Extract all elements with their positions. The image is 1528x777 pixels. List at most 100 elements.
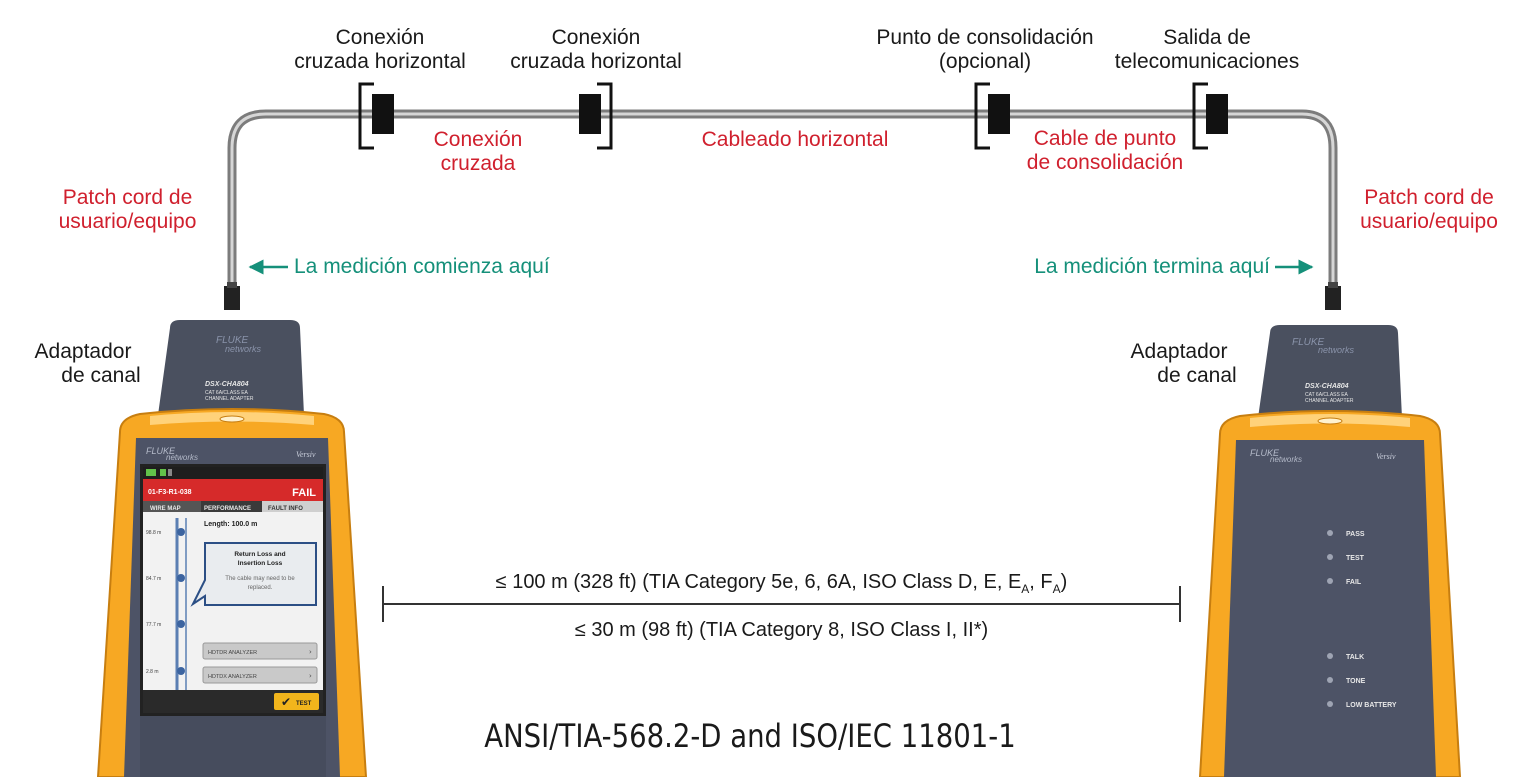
low-battery-led (1327, 701, 1333, 707)
tester-screen: 01-F3-R1-038 FAIL WIRE MAP PERFORMANCE F… (140, 464, 326, 716)
main-unit: FLUKE networks DSX-CHA804 CAT 6A/CLASS E… (96, 320, 368, 777)
adapter-model: DSX-CHA804 (205, 381, 249, 388)
screen-length: Length: 100.0 m (204, 521, 257, 528)
label-consolidation-cable-line2: de consolidación (1026, 151, 1184, 174)
indicator-test: TEST (1346, 555, 1365, 562)
channel-adapter-left (158, 320, 304, 415)
indicator-talk: TALK (1346, 654, 1364, 661)
analyzer-2-label: HDTDX ANALYZER (208, 674, 257, 680)
indicator-low-battery: LOW BATTERY (1346, 702, 1397, 709)
screen-tab-performance[interactable]: PERFORMANCE (204, 506, 251, 512)
remote-adapter-model: DSX-CHA804 (1305, 383, 1349, 390)
label-consolidation-point-line2: (opcional) (938, 50, 1032, 73)
label-measurement-end: La medición termina aquí (1034, 255, 1270, 278)
label-consolidation-point-line1: Punto de consolidación (876, 26, 1094, 49)
standard-label: ANSI/TIA-568.2-D and ISO/IEC 11801-1 (484, 717, 1016, 755)
label-cross-connect-1: Conexión cruzada horizontal (280, 26, 480, 74)
popup-body-1: The cable may need to be (225, 576, 295, 582)
remote-brand: FLUKE (1250, 448, 1280, 458)
test-led (1327, 554, 1333, 560)
label-adapter-left-line1: Adaptador (34, 340, 132, 363)
label-patch-cord-right: Patch cord de usuario/equipo (1344, 186, 1514, 234)
label-measurement-start: La medición comienza aquí (294, 255, 550, 278)
screen-tab-wire-map[interactable]: WIRE MAP (150, 506, 181, 512)
adapter-brand: FLUKE (216, 335, 249, 346)
label-cross-connect-2: Conexión cruzada horizontal (496, 26, 696, 74)
indicator-fail: FAIL (1346, 579, 1362, 586)
cable-run-highlight (230, 112, 1335, 300)
connector-cross-connect-2 (579, 82, 613, 150)
label-adapter-left-line2: de canal (61, 364, 141, 387)
unit-brand-sub: networks (166, 453, 198, 462)
marker-3: 77.7 m (146, 622, 161, 628)
adapter-desc-1: CAT 6A/CLASS EA (205, 390, 249, 396)
length-limit-1-sub-b: A (1052, 582, 1061, 596)
remote-model: Versiv (1376, 452, 1396, 461)
analyzer-1-label: HDTDR ANALYZER (208, 650, 257, 656)
talk-led (1327, 653, 1333, 659)
label-patch-cord-right-line2: usuario/equipo (1360, 210, 1498, 233)
popup-title-2: Insertion Loss (238, 560, 283, 567)
remote-unit: FLUKE networks DSX-CHA804 CAT 6A/CLASS E… (1198, 325, 1462, 777)
remote-adapter-desc-2: CHANNEL ADAPTER (1305, 398, 1354, 404)
marker-1: 98.8 m (146, 530, 161, 536)
label-cross-connect-2-line2: cruzada horizontal (510, 50, 682, 73)
length-limit-1-prefix: ≤ 100 m (328 ft) (TIA Category 5e, 6, 6A… (495, 571, 1022, 593)
screen-result: FAIL (292, 487, 316, 499)
analyzer-2-arrow-icon: › (309, 672, 312, 680)
test-button[interactable] (274, 693, 319, 710)
analyzer-1-arrow-icon: › (309, 648, 312, 656)
length-limit-2: ≤ 30 m (98 ft) (TIA Category 8, ISO Clas… (574, 619, 989, 641)
fail-led (1327, 578, 1333, 584)
popup-body-2: replaced. (248, 585, 273, 591)
connector-telecom-outlet (1192, 82, 1228, 150)
plug-right (1325, 282, 1341, 310)
label-cross-connect-1-line2: cruzada horizontal (294, 50, 466, 73)
remote-adapter-desc-1: CAT 6A/CLASS EA (1305, 392, 1349, 398)
remote-indicators: PASS TEST FAIL TALK TONE LOW BATTERY (1327, 530, 1397, 709)
adapter-desc-2: CHANNEL ADAPTER (205, 396, 254, 402)
screen-cable-id: 01-F3-R1-038 (148, 489, 192, 496)
label-telecom-outlet-line2: telecomunicaciones (1114, 50, 1300, 73)
label-consolidation-cable-line1: Cable de punto (1033, 127, 1177, 150)
label-segment-cross-connect: Conexión cruzada (398, 128, 558, 176)
label-consolidation-point: Punto de consolidación (opcional) (860, 26, 1110, 74)
pass-led (1327, 530, 1333, 536)
label-consolidation-cable: Cable de punto de consolidación (1000, 127, 1210, 175)
analyzer-button-1[interactable] (202, 642, 318, 660)
label-adapter-right: Adaptador de canal (1104, 340, 1254, 388)
label-telecom-outlet: Salida de telecomunicaciones (1102, 26, 1312, 74)
label-patch-cord-right-line1: Patch cord de (1364, 186, 1494, 209)
connector-cross-connect-1 (358, 82, 394, 150)
remote-adapter-brand-sub: networks (1318, 345, 1355, 355)
unit-brand: FLUKE (146, 446, 176, 456)
label-segment-cross-connect-line2: cruzada (440, 152, 516, 175)
length-limit-1-mid: , F (1029, 571, 1053, 593)
label-adapter-left: Adaptador de canal (8, 340, 158, 388)
analyzer-button-2[interactable] (202, 666, 318, 684)
label-cross-connect-1-line1: Conexión (335, 26, 425, 49)
length-limit-1: ≤ 100 m (328 ft) (TIA Category 5e, 6, 6A… (383, 570, 1180, 601)
screen-markers: 98.8 m 84.7 m 77.7 m 2.8 m (146, 530, 161, 675)
unit-model: Versiv (296, 450, 316, 459)
marker-4: 2.8 m (146, 669, 159, 675)
label-patch-cord-left: Patch cord de usuario/equipo (40, 186, 215, 234)
screen-tab-fault-info[interactable]: FAULT INFO (268, 506, 303, 512)
indicator-pass: PASS (1346, 531, 1365, 538)
fault-popup (190, 542, 317, 607)
length-limit-1-suffix: ) (1060, 571, 1068, 593)
remote-brand-sub: networks (1270, 455, 1302, 464)
popup-title-1: Return Loss and (234, 551, 285, 558)
label-cross-connect-2-line1: Conexión (551, 26, 641, 49)
tone-led (1327, 677, 1333, 683)
connector-consolidation-point (974, 82, 1010, 150)
label-segment-cross-connect-line1: Conexión (433, 128, 523, 151)
indicator-tone: TONE (1346, 678, 1366, 685)
label-adapter-right-line2: de canal (1157, 364, 1237, 387)
label-patch-cord-left-line1: Patch cord de (62, 186, 193, 209)
adapter-brand-sub: networks (225, 344, 262, 354)
plug-left (224, 282, 240, 310)
length-limit-1-sub-a: A (1021, 582, 1030, 596)
marker-2: 84.7 m (146, 576, 161, 582)
